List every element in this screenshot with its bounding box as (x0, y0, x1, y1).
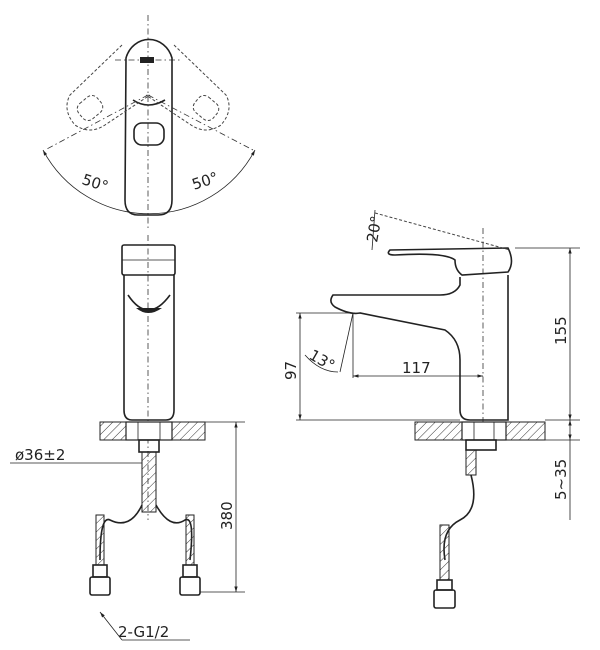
spout-angle-label: 13° (306, 346, 338, 375)
side-view: 20° 155 5~35 97 13° 117 (282, 209, 580, 609)
hose-length-label: 380 (218, 501, 236, 530)
spout-height-label: 97 (282, 361, 300, 380)
front-view: ø36±2 380 2-G1/2 (10, 235, 245, 641)
deck-thickness-label: 5~35 (552, 459, 570, 500)
connection-label: 2-G1/2 (118, 623, 169, 641)
lever-right-position (145, 44, 254, 151)
reach-label: 117 (402, 359, 431, 377)
angle-left-label: 50° (80, 170, 111, 195)
top-view: 50° 50° (42, 15, 256, 230)
angle-right-label: 50° (190, 168, 221, 193)
height-label: 155 (552, 316, 570, 345)
lever-angle-label: 20° (363, 214, 385, 243)
lever-left-position (44, 44, 151, 151)
diameter-label: ø36±2 (15, 446, 65, 464)
